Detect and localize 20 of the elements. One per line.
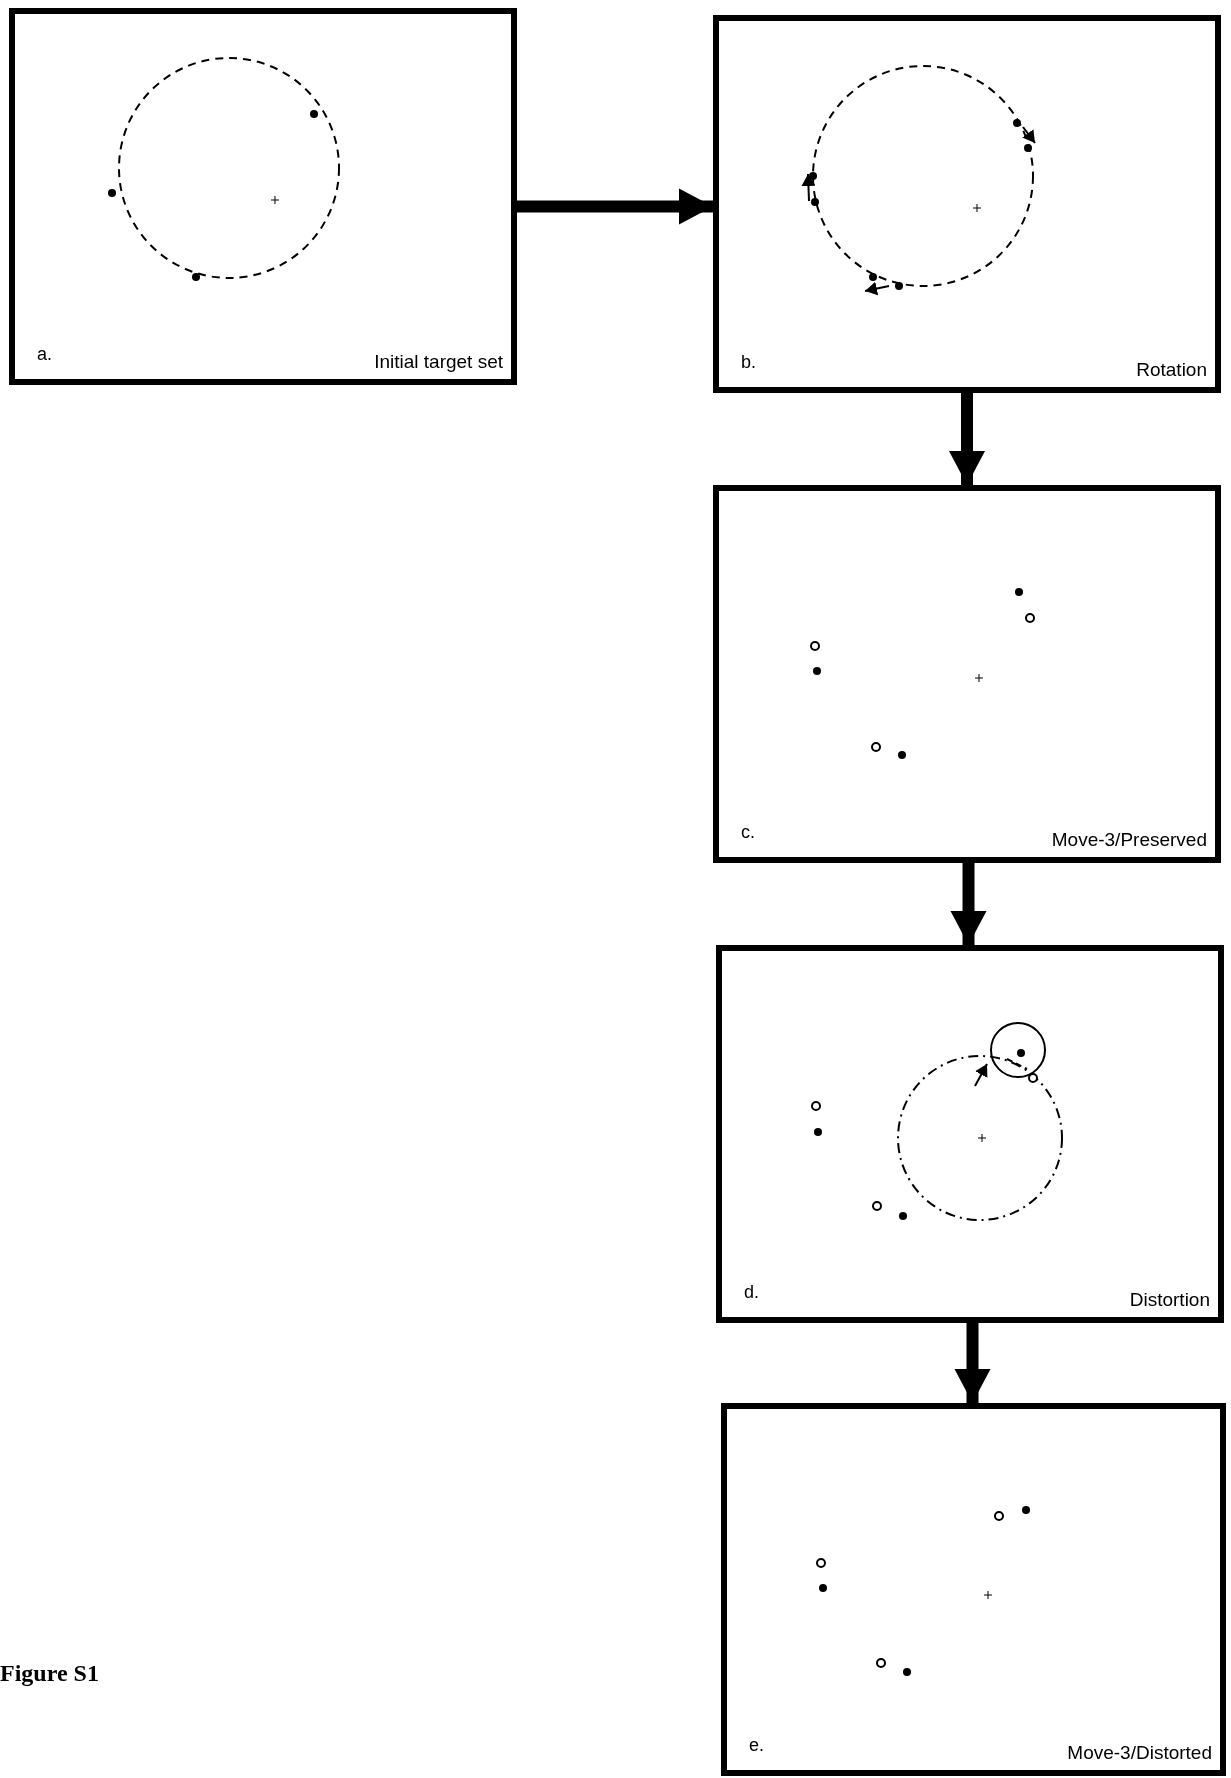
- figure-panel: [9, 8, 517, 385]
- panel-letter: a.: [37, 344, 52, 365]
- figure-panel: [713, 485, 1221, 863]
- arrow: [517, 188, 713, 225]
- panel-letter: c.: [741, 822, 755, 843]
- arrow: [949, 393, 985, 485]
- panel-letter: d.: [744, 1282, 759, 1303]
- panel-letter: e.: [749, 1735, 764, 1756]
- panel-title: Move-3/Distorted: [1067, 1742, 1212, 1764]
- figure-label: Figure S1: [0, 1660, 99, 1687]
- panel-title: Distortion: [1129, 1289, 1210, 1311]
- panel-title: Move-3/Preserved: [1051, 829, 1207, 851]
- arrow: [950, 863, 987, 945]
- arrow: [954, 1323, 991, 1403]
- figure-panel: [713, 15, 1221, 393]
- panel-title: Initial target set: [374, 351, 503, 373]
- figure-panel: [721, 1403, 1226, 1776]
- panel-title: Rotation: [1136, 359, 1207, 381]
- panel-letter: b.: [741, 352, 756, 373]
- figure-panel: [716, 945, 1224, 1323]
